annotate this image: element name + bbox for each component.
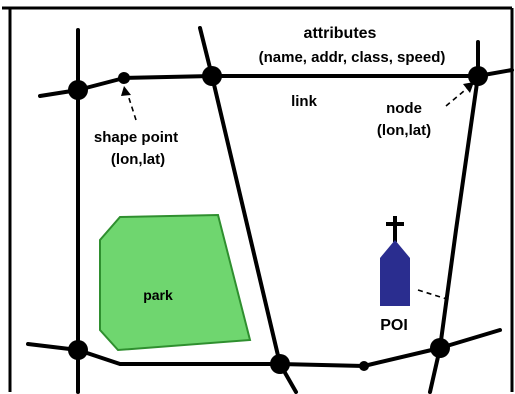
shape-point-pointer xyxy=(126,91,137,121)
node-marker xyxy=(202,66,222,86)
node-marker xyxy=(430,338,450,358)
road-right-diagonal xyxy=(428,40,480,394)
node-pointer xyxy=(445,85,471,107)
park-area xyxy=(99,213,252,352)
shape-point-marker xyxy=(118,72,130,84)
node-arrowhead xyxy=(463,82,474,93)
node-label-coords: (lon,lat) xyxy=(377,122,431,139)
road-middle-diagonal xyxy=(198,26,298,394)
attributes-list: (name, addr, class, speed) xyxy=(259,49,446,66)
link-label: link xyxy=(291,93,317,110)
shape-point-label-title: shape point xyxy=(94,129,178,146)
shape-point-marker xyxy=(359,361,369,371)
node-marker xyxy=(270,354,290,374)
park-label: park xyxy=(143,287,173,303)
shape-point-label-coords: (lon,lat) xyxy=(111,151,165,168)
road-top xyxy=(38,68,514,98)
node-label-title: node xyxy=(386,100,422,117)
poi-pointer xyxy=(417,289,451,301)
attributes-title: attributes xyxy=(304,25,377,42)
node-marker xyxy=(468,66,488,86)
shape-point-arrowhead xyxy=(121,86,131,96)
node-marker xyxy=(68,340,88,360)
poi-label: POI xyxy=(380,317,408,334)
node-marker xyxy=(68,80,88,100)
church-icon xyxy=(380,216,410,306)
road-bottom xyxy=(26,328,502,368)
